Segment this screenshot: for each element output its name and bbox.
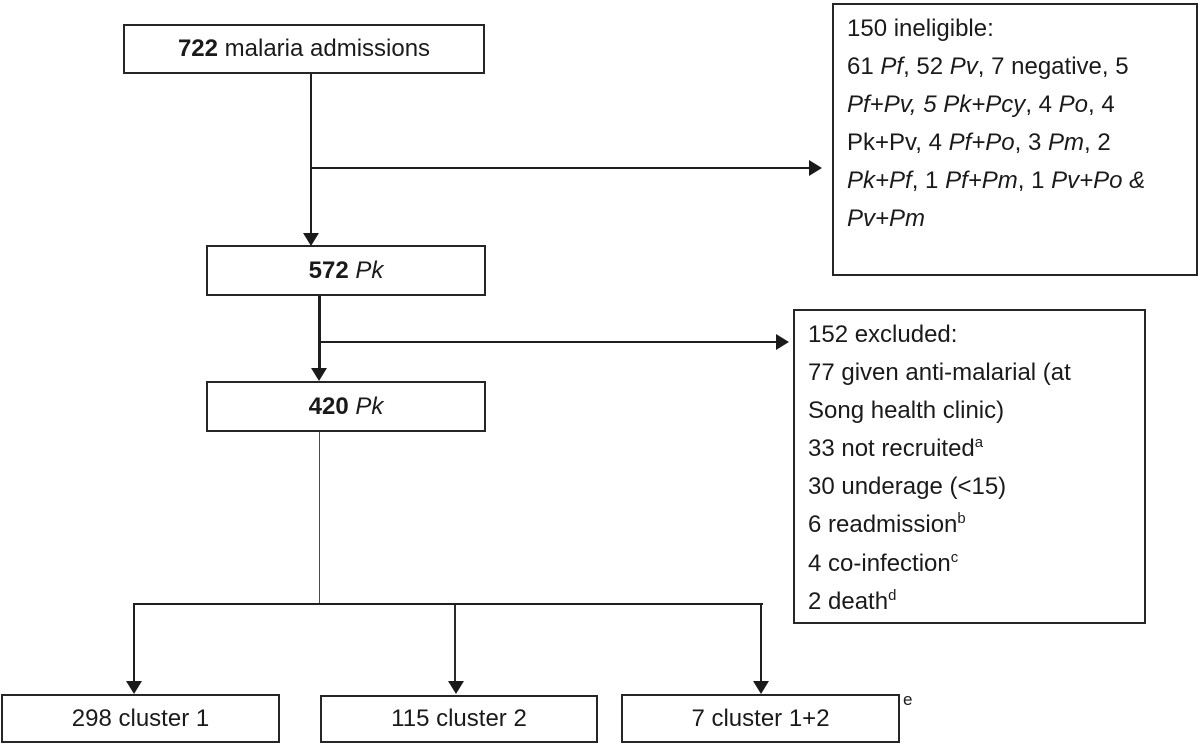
connector-to-cluster2: [454, 605, 456, 682]
arrowhead-into-cluster1: [126, 681, 142, 694]
connector-to-ineligible: [311, 166, 810, 169]
connector-admissions-to-pk572: [309, 74, 313, 235]
pk572-box: 572 Pk: [206, 245, 486, 296]
branch-bar: [132, 602, 763, 605]
cluster1-box: 298 cluster 1: [1, 694, 280, 743]
arrowhead-into-cluster12: [753, 681, 769, 694]
cluster2-box: 115 cluster 2: [320, 695, 598, 743]
pk420-box: 420 Pk: [206, 381, 486, 432]
arrowhead-into-excluded: [776, 334, 789, 350]
arrowhead-into-cluster2: [447, 681, 464, 694]
connector-pk420-to-branch-bar: [318, 432, 320, 603]
connector-to-cluster12: [759, 602, 762, 683]
connector-to-cluster1: [132, 602, 135, 683]
arrowhead-into-pk572: [303, 233, 319, 246]
admissions-box: 722 malaria admissions: [123, 24, 485, 74]
arrowhead-into-pk420: [311, 368, 328, 381]
ineligible-box: 150 ineligible:61 Pf, 52 Pv, 7 negative,…: [832, 3, 1198, 276]
arrowhead-into-ineligible: [809, 160, 822, 176]
cluster12-box: 7 cluster 1+2: [621, 694, 900, 743]
connector-to-excluded: [319, 340, 777, 343]
footnote-e-marker: e: [903, 690, 913, 709]
connector-pk572-to-pk420: [318, 296, 321, 369]
